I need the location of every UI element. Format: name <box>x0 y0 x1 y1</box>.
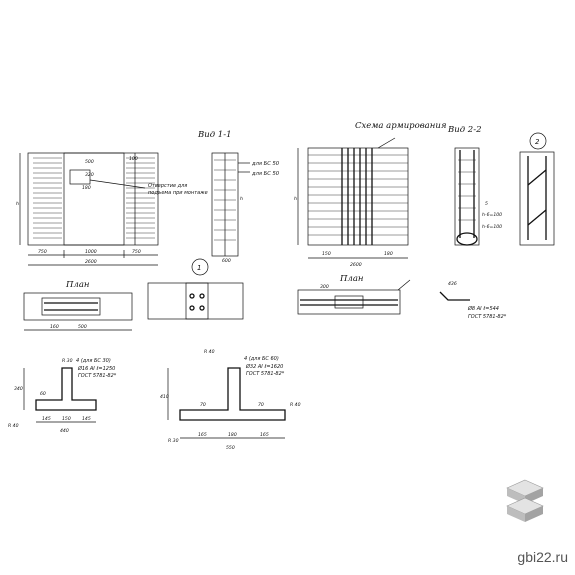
dim-145-b: 145 <box>82 416 91 422</box>
watermark-text: gbi22.ru <box>517 549 568 565</box>
rebar-4-bs60-label: 4 (для БС 60) <box>244 356 279 362</box>
detail-1 <box>147 258 244 320</box>
reinforcement-scheme <box>297 137 409 259</box>
dim-h-left: h <box>16 201 19 207</box>
dim-150: 150 <box>322 251 331 257</box>
step-100-b: h-6=100 <box>482 224 502 230</box>
dim-165-b: 165 <box>260 432 269 438</box>
dim-h-scheme: h <box>294 196 297 202</box>
dim-100: 100 <box>129 156 138 162</box>
title-view-1-1: Вид 1-1 <box>197 130 232 140</box>
dim-h-view11: h <box>240 196 243 202</box>
dim-70: 70 <box>200 402 206 408</box>
view-2-2-section <box>454 147 480 246</box>
dim-180-r4b: 180 <box>228 432 237 438</box>
site-logo-icon <box>506 479 544 522</box>
dim-750-left: 750 <box>38 249 47 255</box>
dim-160-plan: 160 <box>50 324 59 330</box>
rebar-4-bs30-label: 4 (для БС 30) <box>76 358 111 364</box>
dim-300: 300 <box>320 284 329 290</box>
rebar-4-bs30-gost: ГОСТ 5781-82* <box>78 373 117 379</box>
title-plan-left: План <box>65 280 90 290</box>
rebar-5-gost: ГОСТ 5781-82* <box>468 314 507 320</box>
rebar-4-bs30 <box>23 367 97 423</box>
dim-145: 145 <box>42 416 51 422</box>
dim-60: 60 <box>40 391 46 397</box>
dim-320: 320 <box>85 172 94 178</box>
dim-500: 500 <box>85 159 94 165</box>
dim-600: 600 <box>222 258 231 264</box>
note-hole-2: подъема при монтаже <box>148 190 208 196</box>
callout-2: 2 <box>535 138 540 146</box>
dim-r30-b: R 30 <box>168 438 179 444</box>
dim-410: 410 <box>160 394 169 400</box>
title-view-2-2: Вид 2-2 <box>447 125 482 135</box>
callout-1: 1 <box>197 264 201 272</box>
title-scheme: Схема армирования <box>355 121 447 131</box>
note-bs50-a: для БС 50 <box>251 161 280 167</box>
dim-340: 340 <box>14 386 23 392</box>
detail-2 <box>519 132 555 246</box>
note-hole: Отверстие для <box>148 183 187 189</box>
dim-436: 436 <box>448 281 457 287</box>
rebar-4-bs60-gost: ГОСТ 5781-82* <box>246 371 285 377</box>
dim-r30: R 30 <box>62 358 73 364</box>
note-bs50-b: для БС 50 <box>251 171 280 177</box>
dim-180: 180 <box>82 185 91 191</box>
dim-r40-c: R 40 <box>290 402 301 408</box>
dim-1000: 1000 <box>85 249 97 255</box>
title-plan-right: План <box>339 274 364 284</box>
view-1-1-section <box>211 152 250 257</box>
dim-440: 440 <box>60 428 69 434</box>
dim-r40-b: R 40 <box>204 349 215 355</box>
dim-2600: 2600 <box>85 259 97 265</box>
dim-165: 165 <box>198 432 207 438</box>
plan-right <box>297 279 411 315</box>
rebar-5-detail <box>439 291 470 301</box>
dim-70-b: 70 <box>258 402 264 408</box>
plan-left <box>23 292 133 331</box>
dim-750-right: 750 <box>132 249 141 255</box>
pos-5: 5 <box>485 201 488 207</box>
rebar-4-bs60-spec: Ø32 АI ℓ=1620 <box>245 363 283 370</box>
dim-550: 550 <box>226 445 235 451</box>
dim-180-scheme: 180 <box>384 251 393 257</box>
rebar-5-spec: Ø8 АI ℓ=544 <box>467 305 499 312</box>
dim-2600-scheme: 2600 <box>350 262 362 268</box>
rebar-4-bs60 <box>167 367 286 439</box>
rebar-4-bs30-spec: Ø16 АI ℓ=1250 <box>77 365 115 372</box>
front-elevation <box>19 152 159 266</box>
step-100-a: h-6=100 <box>482 212 502 218</box>
dim-150-r4: 150 <box>62 416 71 422</box>
dim-500-plan: 500 <box>78 324 87 330</box>
dim-r40: R 40 <box>8 423 19 429</box>
